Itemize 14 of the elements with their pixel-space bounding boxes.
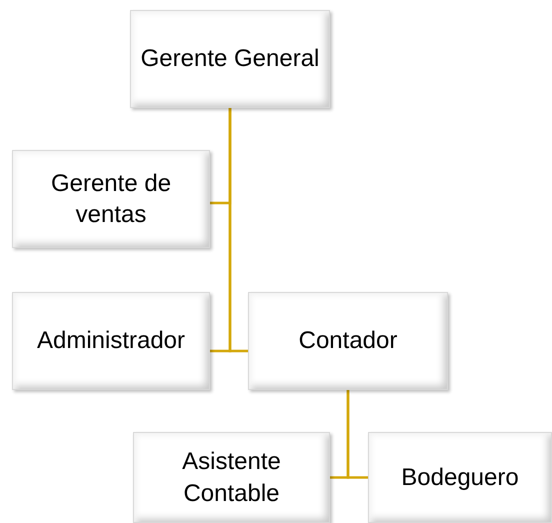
org-box	[130, 10, 330, 108]
role-title: Contador	[298, 326, 398, 356]
org-box	[133, 432, 330, 523]
role-title: Administrador	[36, 326, 186, 356]
role-title: Asistente Contable	[181, 447, 282, 508]
role-title: Bodeguero	[401, 462, 519, 493]
role-title: Gerente General	[140, 44, 320, 74]
org-box	[248, 292, 448, 390]
connector-line	[228, 108, 248, 352]
org-box	[12, 150, 210, 248]
org-box	[368, 432, 552, 523]
role-title: Gerente de ventas	[50, 168, 172, 230]
org-box	[12, 292, 210, 390]
connector-line	[346, 390, 368, 479]
